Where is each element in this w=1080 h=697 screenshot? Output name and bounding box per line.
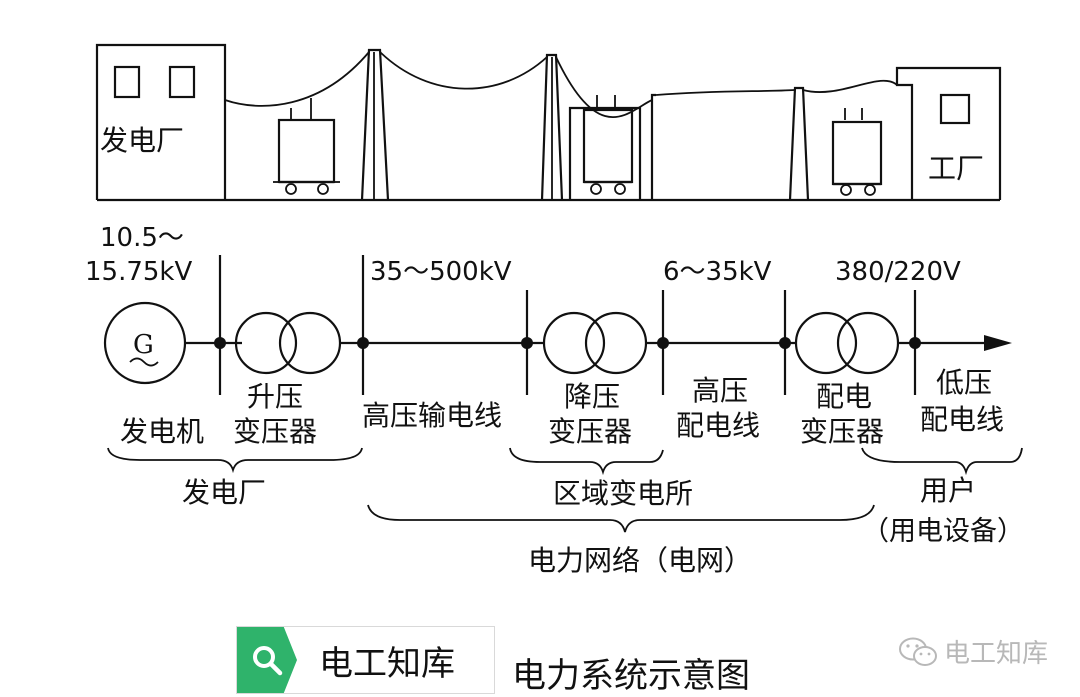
label-dist-tx-1: 配电	[816, 380, 872, 413]
power-plant-building: 发电厂	[95, 43, 227, 200]
arrow-head	[984, 335, 1012, 351]
generator-letter: G	[133, 330, 154, 360]
voltage-labels: 10.5～ 15.75kV 35～500kV 6～35kV 380/220V	[85, 223, 961, 287]
label-step-up-2: 变压器	[233, 415, 317, 448]
group-labels: 发电厂 区域变电所 用户 （用电设备） 电力网络（电网）	[182, 474, 1024, 577]
schematic: G	[103, 255, 1012, 395]
group-user-1: 用户	[920, 474, 976, 507]
junction-dots	[214, 337, 921, 349]
substation-walls	[568, 93, 656, 200]
tower-1	[360, 48, 390, 201]
badge-text: 电工知库	[319, 643, 455, 684]
group-power-plant: 发电厂	[182, 476, 266, 509]
brace-grid	[367, 504, 875, 533]
distribution-transformer-symbol	[794, 311, 900, 375]
component-labels: 发电机 升压 变压器 高压输电线 降压 变压器 高压 配电线 配电 变压器 低压…	[120, 366, 1004, 448]
label-step-down-1: 降压	[564, 380, 620, 413]
voltage-gen-line2: 15.75kV	[85, 257, 192, 287]
step-down-transformer-symbol	[542, 311, 648, 375]
wechat-icon	[899, 637, 937, 666]
step-up-transformer-symbol	[234, 311, 342, 375]
search-icon	[253, 646, 283, 676]
voltage-distribution: 6～35kV	[663, 257, 772, 287]
label-hv-dist-2: 配电线	[676, 409, 760, 442]
brace-power-plant	[107, 447, 363, 474]
label-lv-dist-1: 低压	[936, 366, 992, 399]
voltage-transmission: 35～500kV	[370, 257, 512, 287]
transformer-2-illustration	[582, 95, 634, 195]
group-grid: 电力网络（电网）	[528, 544, 752, 577]
voltage-low: 380/220V	[835, 257, 961, 287]
braces	[107, 447, 1023, 533]
group-substation: 区域变电所	[553, 477, 693, 510]
tower-2	[540, 53, 564, 201]
watermark: 电工知库	[898, 633, 1048, 670]
plant-label: 发电厂	[100, 124, 184, 157]
watermark-text: 电工知库	[944, 639, 1049, 669]
label-lv-dist-2: 配电线	[920, 403, 1004, 436]
overhead-wires	[224, 51, 898, 119]
label-hv-line: 高压输电线	[362, 399, 502, 432]
voltage-gen-line1: 10.5～	[100, 223, 184, 253]
transformer-1-illustration	[273, 98, 340, 195]
transformer-3-illustration	[831, 108, 883, 196]
scene-illustration: 发电厂	[95, 43, 1002, 202]
tower-3	[788, 86, 810, 201]
figure-caption: 电力系统示意图	[512, 656, 750, 696]
label-hv-dist-1: 高压	[692, 374, 748, 407]
label-generator: 发电机	[120, 415, 204, 448]
label-dist-tx-2: 变压器	[800, 415, 884, 448]
power-system-diagram: 发电厂	[85, 43, 1024, 577]
factory-label: 工厂	[928, 152, 984, 185]
factory-building: 工厂	[895, 66, 1002, 200]
search-badge[interactable]: 电工知库	[236, 626, 495, 694]
search-icon-box[interactable]	[237, 627, 297, 693]
generator-symbol: G	[103, 301, 187, 385]
brace-user	[861, 447, 1023, 476]
group-user-2: （用电设备）	[862, 516, 1024, 547]
brace-substation	[509, 447, 664, 476]
label-step-up-1: 升压	[247, 380, 303, 413]
label-step-down-2: 变压器	[548, 415, 632, 448]
